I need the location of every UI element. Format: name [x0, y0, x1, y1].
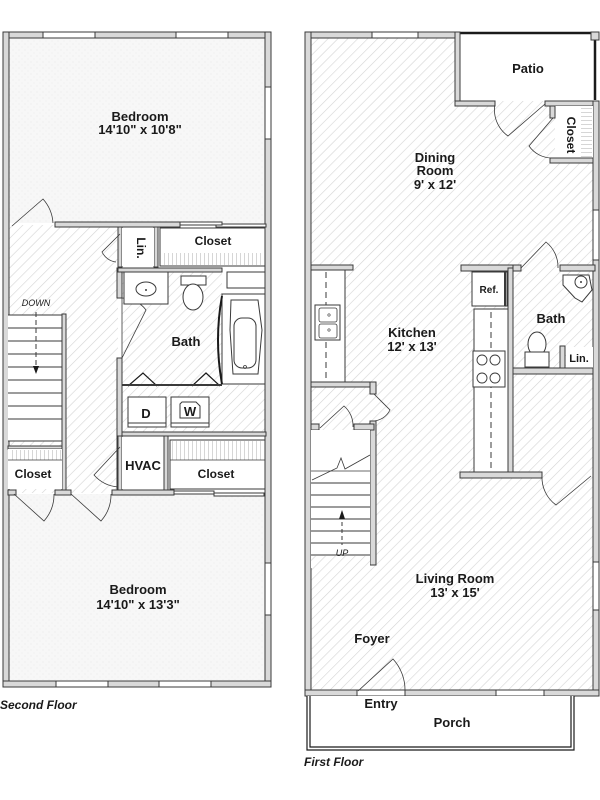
arrow-up-icon: [339, 510, 345, 519]
window: [42, 31, 96, 39]
stairs-up-label: UP: [336, 548, 349, 558]
dining-dims: 9' x 12': [414, 177, 456, 192]
door-swing: [494, 103, 546, 137]
door-swing: [541, 475, 592, 506]
porch: [307, 696, 574, 749]
porch-label: Porch: [434, 715, 471, 730]
stairs-down-label: DOWN: [22, 298, 51, 308]
bedroom-bottom-dims: 14'10" x 13'3": [96, 597, 180, 612]
washer-label: W: [184, 404, 197, 419]
door-swing: [520, 241, 559, 269]
window: [158, 680, 212, 688]
window: [264, 86, 272, 140]
window: [264, 562, 272, 616]
dryer-label: D: [141, 406, 150, 421]
refrigerator: [471, 271, 508, 307]
hvac-label: HVAC: [125, 458, 161, 473]
second-floor: Lin. Closet D W: [0, 31, 272, 712]
window: [175, 31, 229, 39]
living-room-dims: 13' x 15': [430, 585, 480, 600]
linen-closet: [122, 228, 154, 266]
bath-label: Bath: [172, 334, 201, 349]
first-floor-caption: First Floor: [304, 755, 365, 769]
patio: [459, 35, 596, 101]
linen-label: Lin.: [569, 353, 589, 365]
shelf: [226, 271, 266, 289]
door-swing: [319, 405, 354, 429]
stairs-down: DOWN: [8, 298, 67, 493]
first-floor: Patio Closet Dining Room 9' x 12': [304, 31, 600, 769]
dining-label-2: Room: [417, 163, 454, 178]
bedroom-top-dims: 14'10" x 10'8": [98, 122, 182, 137]
stove-icon: [472, 350, 506, 388]
closet-top-label: Closet: [195, 234, 232, 248]
window: [55, 680, 109, 688]
dining-label-1: Dining: [415, 150, 455, 165]
kitchen-label: Kitchen: [388, 325, 436, 340]
patio-label: Patio: [512, 61, 544, 76]
stairs-up: UP: [311, 430, 371, 568]
arrow-down-icon: [33, 366, 39, 374]
door-swing: [11, 198, 54, 227]
bedroom-top-floor: [8, 37, 266, 223]
bath-label: Bath: [537, 311, 566, 326]
bifold-door: [127, 372, 221, 387]
foyer-label: Foyer: [354, 631, 389, 646]
closet-left-label: Closet: [15, 467, 52, 481]
door-swing: [13, 493, 55, 522]
entry-door-swing: [357, 658, 406, 692]
hvac-closet: [122, 437, 164, 489]
linen-label: Lin.: [134, 237, 148, 258]
living-room-label: Living Room: [416, 571, 495, 586]
dryer: [127, 396, 167, 428]
entry-label: Entry: [364, 696, 398, 711]
second-floor-caption: Second Floor: [0, 698, 78, 712]
bedroom-bottom-floor: [8, 494, 266, 680]
bedroom-top-label: Bedroom: [111, 109, 168, 124]
closet-bottom-label: Closet: [198, 467, 235, 481]
window: [592, 209, 600, 261]
door-swing: [70, 493, 112, 522]
closet-label: Closet: [564, 117, 578, 154]
door-swing: [528, 117, 554, 159]
door-swing: [93, 446, 121, 488]
bedroom-bottom-label: Bedroom: [109, 582, 166, 597]
door-swing: [101, 233, 121, 263]
window: [495, 689, 545, 697]
refrigerator-label: Ref.: [480, 285, 499, 296]
linen-closet: [566, 347, 593, 368]
window: [592, 561, 600, 611]
kitchen-dims: 12' x 13': [387, 339, 437, 354]
